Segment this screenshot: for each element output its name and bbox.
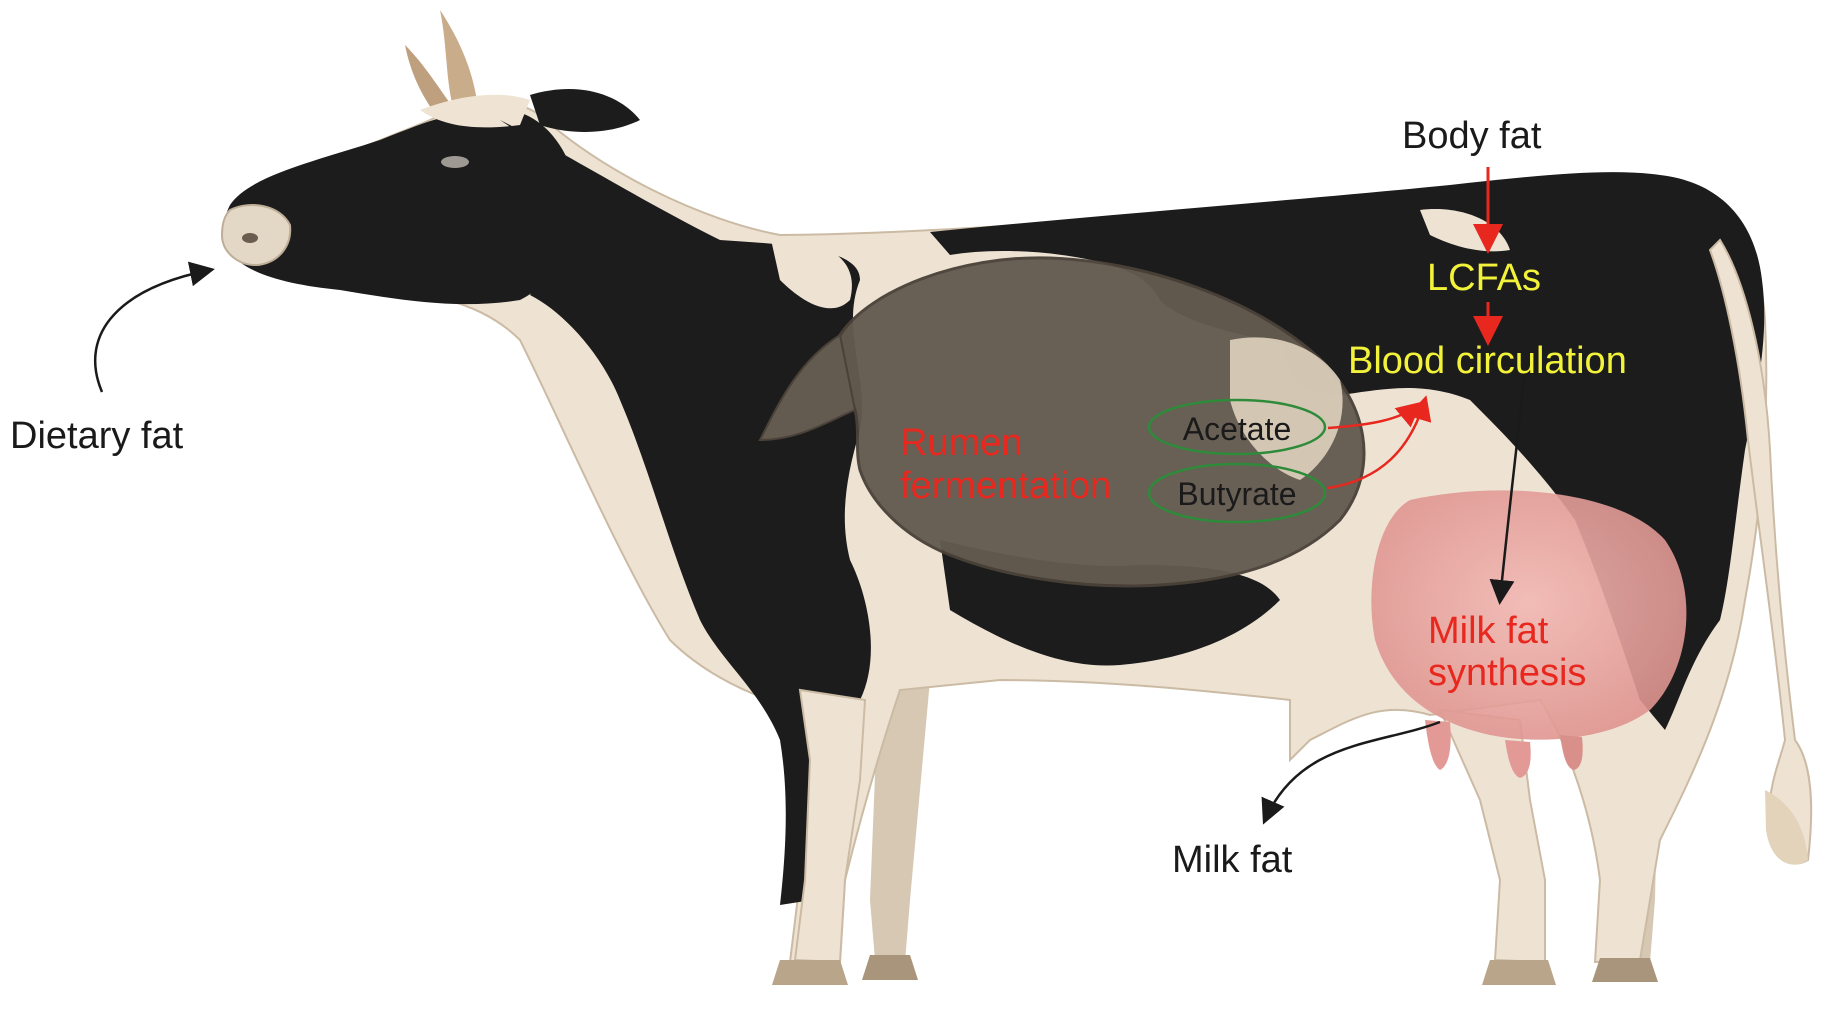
label-dietary-fat: Dietary fat (10, 415, 184, 457)
label-milk-fat-synthesis-2: synthesis (1428, 652, 1586, 694)
nostril-icon (242, 233, 258, 243)
cow-head (224, 109, 580, 304)
label-rumen: Rumen (900, 422, 1023, 464)
label-body-fat: Body fat (1402, 115, 1542, 157)
label-acetate: Acetate (1183, 411, 1292, 447)
label-milk-fat-synthesis-1: Milk fat (1428, 610, 1549, 652)
cow-ear (530, 89, 640, 132)
label-fermentation: fermentation (900, 465, 1111, 507)
label-milk-fat: Milk fat (1172, 839, 1293, 881)
label-butyrate: Butyrate (1177, 476, 1296, 512)
label-blood-circulation: Blood circulation (1348, 340, 1627, 382)
eye-icon (441, 156, 469, 168)
label-lcfas: LCFAs (1427, 257, 1541, 299)
arrow-dietary-fat (95, 270, 210, 392)
